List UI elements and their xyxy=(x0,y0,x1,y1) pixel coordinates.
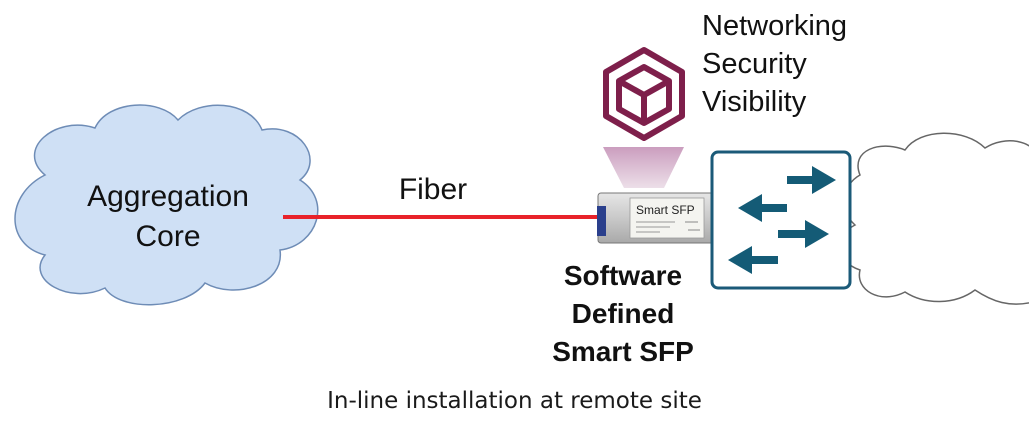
fiber-label: Fiber xyxy=(399,173,467,206)
remote-site-cloud xyxy=(839,132,1029,305)
aggregation-core-cloud: Aggregation Core xyxy=(14,104,319,306)
sfp-title-line1: Software xyxy=(564,260,682,291)
sfp-module-label: Smart SFP xyxy=(636,203,695,217)
smart-sfp-module: Smart SFP xyxy=(597,192,717,244)
sfp-title-line3: Smart SFP xyxy=(552,336,694,367)
sfp-title-line2: Defined xyxy=(572,298,675,329)
sfp-title: Software Defined Smart SFP xyxy=(552,260,694,367)
hexagon-cube-icon xyxy=(603,47,685,141)
feature-security: Security xyxy=(702,48,807,80)
cloud-left-line2: Core xyxy=(135,220,200,253)
feature-beam xyxy=(603,147,684,188)
cloud-shape-left xyxy=(14,104,319,306)
feature-networking: Networking xyxy=(702,10,847,42)
switch-arrows-icon xyxy=(710,150,852,290)
diagram-caption: In-line installation at remote site xyxy=(327,388,702,414)
feature-list: Networking Security Visibility xyxy=(702,10,847,118)
feature-visibility: Visibility xyxy=(702,86,807,118)
cloud-left-line1: Aggregation xyxy=(87,180,249,213)
